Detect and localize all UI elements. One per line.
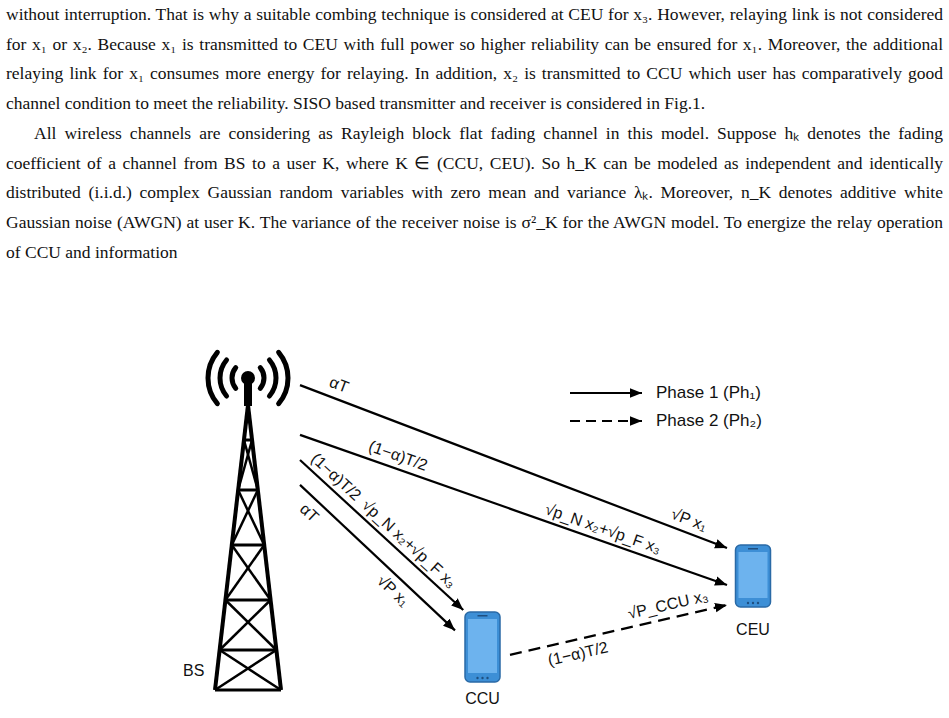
- node-label: CCU: [465, 689, 500, 708]
- radio-wave: [279, 352, 288, 403]
- tower-brace: [238, 490, 264, 545]
- legend-sample: [566, 383, 646, 403]
- radio-wave: [208, 352, 217, 403]
- tower-brace: [232, 545, 271, 600]
- signal-label: √p_N x₂+√p_F x₃: [357, 495, 462, 593]
- phone-button: [486, 677, 488, 679]
- legend-line: [570, 420, 642, 422]
- tower-brace: [238, 489, 258, 492]
- phone-speaker: [748, 548, 758, 550]
- base-station: BS: [150, 340, 300, 690]
- tower-leg: [248, 405, 281, 690]
- legend-entry: Phase 1 (Ph₁): [566, 379, 762, 407]
- legend-text: Phase 1 (Ph₁): [656, 383, 761, 403]
- antenna-head: [241, 371, 255, 385]
- phone-body: [465, 612, 500, 682]
- tower-brace: [244, 405, 248, 440]
- radio-wave: [220, 360, 227, 396]
- body-paragraph: All wireless channels are considering as…: [6, 119, 943, 268]
- tower-brace: [238, 440, 252, 490]
- phone-button: [476, 677, 478, 679]
- tower-brace: [220, 600, 271, 650]
- legend-sample: [566, 411, 646, 431]
- cell-edge-user: CEU: [727, 543, 779, 643]
- phase1-link: [300, 385, 727, 548]
- node-label: BS: [183, 661, 204, 680]
- signal-label: √P x₁: [372, 571, 414, 612]
- phone-button: [757, 602, 759, 604]
- tower-brace: [220, 649, 277, 652]
- phone-speaker: [478, 615, 488, 617]
- tower-brace: [232, 544, 264, 547]
- tower-brace: [225, 599, 270, 602]
- time-slot-label: αT: [294, 498, 323, 527]
- time-slot-label: (1−α)T/2: [306, 448, 366, 505]
- phone-button: [747, 602, 749, 604]
- antenna-mast: [244, 382, 252, 406]
- signal-label: √p_N x₂+√p_F x₃: [541, 499, 665, 558]
- radio-wave: [269, 360, 276, 396]
- node-label: CEU: [736, 620, 770, 639]
- phone-button: [481, 677, 483, 679]
- phone-button: [752, 602, 754, 604]
- phone-screen: [739, 552, 768, 598]
- tower-leg: [215, 405, 248, 690]
- tower-brace: [220, 650, 281, 690]
- time-slot-label: (1−α)T/2: [544, 637, 612, 669]
- signal-label: √P_CCU x₃: [624, 587, 712, 624]
- legend-text: Phase 2 (Ph₂): [656, 411, 762, 431]
- phone-screen: [468, 619, 497, 673]
- legend-line: [570, 392, 642, 394]
- cell-center-user: CCU: [455, 610, 510, 712]
- tower-brace: [225, 545, 264, 600]
- legend: Phase 1 (Ph₁) Phase 2 (Ph₂): [566, 379, 762, 435]
- radio-wave: [260, 368, 264, 389]
- phase2-link: [510, 605, 727, 655]
- legend-entry: Phase 2 (Ph₂): [566, 407, 762, 435]
- body-paragraph: without interruption. That is why a suit…: [6, 0, 943, 119]
- radio-wave: [232, 368, 236, 389]
- time-slot-label: (1−α)T/2: [364, 436, 432, 475]
- tower-brace: [215, 650, 276, 690]
- tower-brace: [225, 600, 276, 650]
- tower-icon: [150, 340, 300, 690]
- tower-brace: [232, 490, 258, 545]
- tower-drawing: [208, 352, 288, 690]
- signal-label: √P x₁: [667, 504, 712, 535]
- phone-body: [736, 545, 771, 607]
- time-slot-label: αT: [325, 373, 353, 398]
- tower-brace: [215, 689, 281, 692]
